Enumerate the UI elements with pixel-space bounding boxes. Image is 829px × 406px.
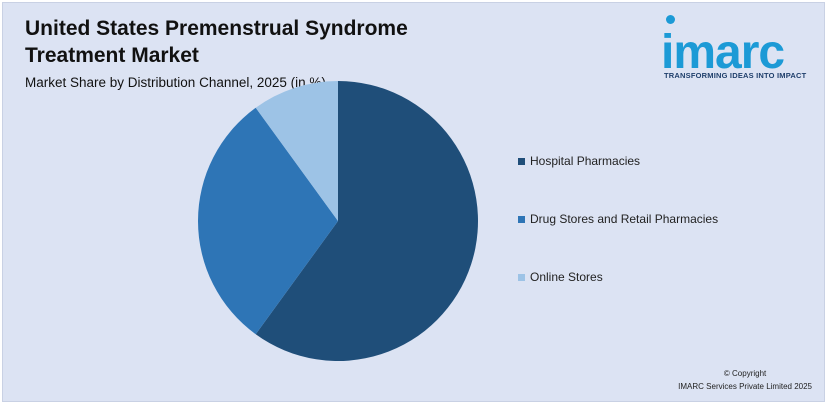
chart-frame: United States Premenstrual Syndrome Trea… — [2, 2, 825, 402]
chart-subtitle: Market Share by Distribution Channel, 20… — [25, 75, 326, 90]
pie-chart — [198, 81, 478, 361]
logo-wordmark: imarc — [661, 26, 785, 79]
legend-item: Online Stores — [518, 269, 718, 285]
legend-swatch — [518, 157, 525, 165]
imarc-logo: imarc TRANSFORMING IDEAS INTO IMPACT — [661, 15, 821, 85]
legend-label: Hospital Pharmacies — [530, 154, 641, 168]
legend-swatch — [518, 273, 525, 281]
legend-label: Drug Stores and Retail Pharmacies — [530, 212, 719, 226]
pie-slice-hospital-pharmacies — [255, 81, 478, 361]
chart-title: United States Premenstrual Syndrome Trea… — [25, 17, 408, 67]
pie-slice-online-stores — [255, 81, 338, 221]
copyright-notice: © Copyright IMARC Services Private Limit… — [678, 367, 812, 393]
legend-item: Drug Stores and Retail Pharmacies — [518, 211, 718, 227]
copyright-line-1: © Copyright — [723, 369, 767, 378]
legend-swatch — [518, 215, 525, 223]
logo-dot-icon — [666, 15, 675, 24]
copyright-line-2: IMARC Services Private Limited 2025 — [678, 382, 812, 391]
legend-label: Online Stores — [530, 270, 603, 284]
logo-tagline: TRANSFORMING IDEAS INTO IMPACT — [664, 71, 807, 80]
legend-item: Hospital Pharmacies — [518, 153, 718, 169]
pie-slice-drug-stores-and-retail-pharmacies — [198, 107, 338, 335]
